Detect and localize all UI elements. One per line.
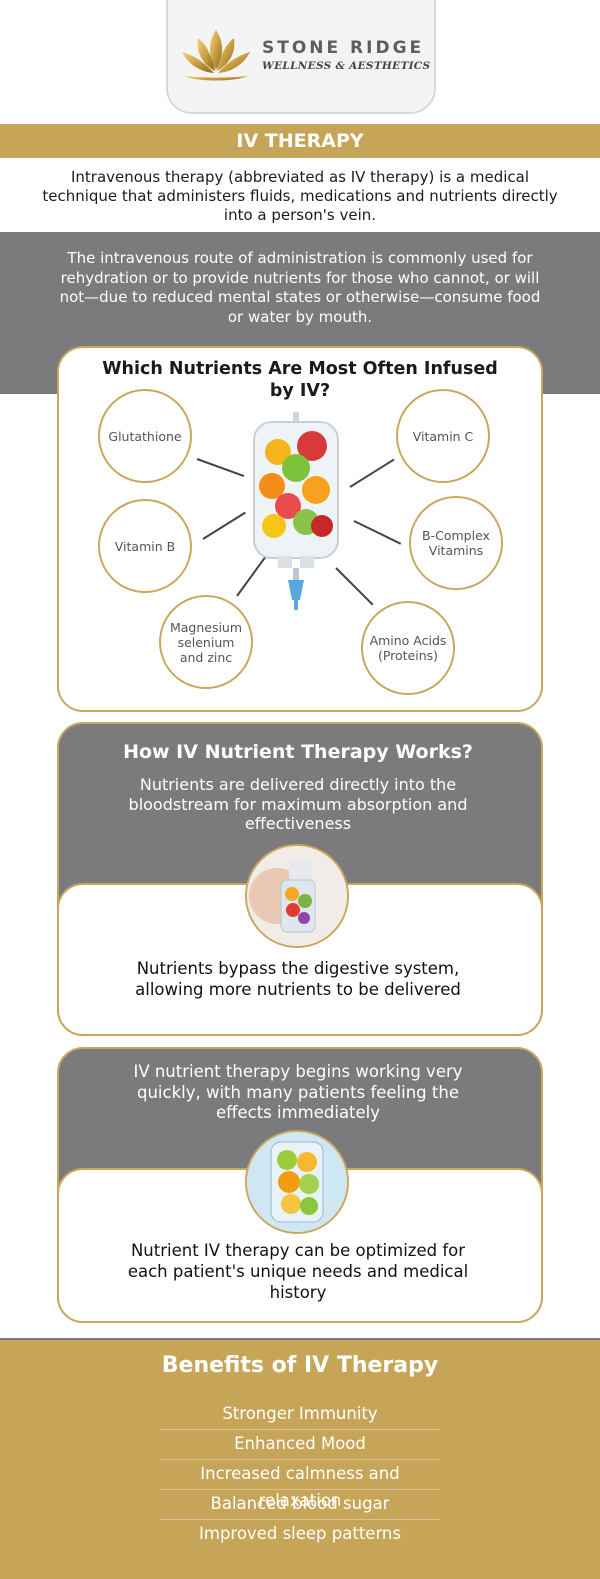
benefits-section: [0, 1338, 600, 1579]
nutrient-amino-acids: Amino Acids (Proteins): [361, 601, 455, 695]
route-text: The intravenous route of administration …: [59, 249, 541, 326]
brand-name: STONE RIDGE: [262, 38, 425, 58]
benefits-list: Stronger Immunity Enhanced Mood Increase…: [160, 1400, 440, 1549]
benefits-title: Benefits of IV Therapy: [161, 1353, 439, 1378]
how-text-2: Nutrients bypass the digestive system, a…: [135, 959, 461, 999]
lotus-logo-icon: [182, 30, 250, 81]
intro-text: Intravenous therapy (abbreviated as IV t…: [42, 168, 558, 224]
nutrient-glutathione: Glutathione: [98, 389, 192, 483]
benefit-item: Stronger Immunity: [160, 1400, 440, 1430]
benefit-item: Improved sleep patterns: [199, 1524, 401, 1543]
iv-photo-1: [245, 844, 349, 948]
iv-photo-2: [245, 1130, 349, 1234]
benefit-item: Increased calmness and relaxation: [160, 1460, 440, 1510]
benefit-item: Balanced blood sugar: [160, 1490, 440, 1520]
nutrient-magnesium: Magnesium selenium and zinc: [159, 595, 253, 689]
page-title: IV THERAPY: [0, 124, 600, 158]
iv-bag-icon: [253, 412, 339, 610]
how-text-1: Nutrients are delivered directly into th…: [128, 775, 468, 833]
nutrient-b-complex: B-Complex Vitamins: [409, 496, 503, 590]
optimize-text: Nutrient IV therapy can be optimized for…: [127, 1241, 469, 1302]
brand-tagline: WELLNESS & AESTHETICS: [262, 60, 431, 72]
nutrient-vitamin-b: Vitamin B: [98, 499, 192, 593]
benefit-item: Enhanced Mood: [160, 1430, 440, 1460]
nutrients-title: Which Nutrients Are Most Often Infused b…: [102, 359, 498, 401]
nutrient-vitamin-c: Vitamin C: [396, 389, 490, 483]
how-title: How IV Nutrient Therapy Works?: [123, 741, 473, 763]
speed-text: IV nutrient therapy begins working very …: [133, 1062, 463, 1122]
